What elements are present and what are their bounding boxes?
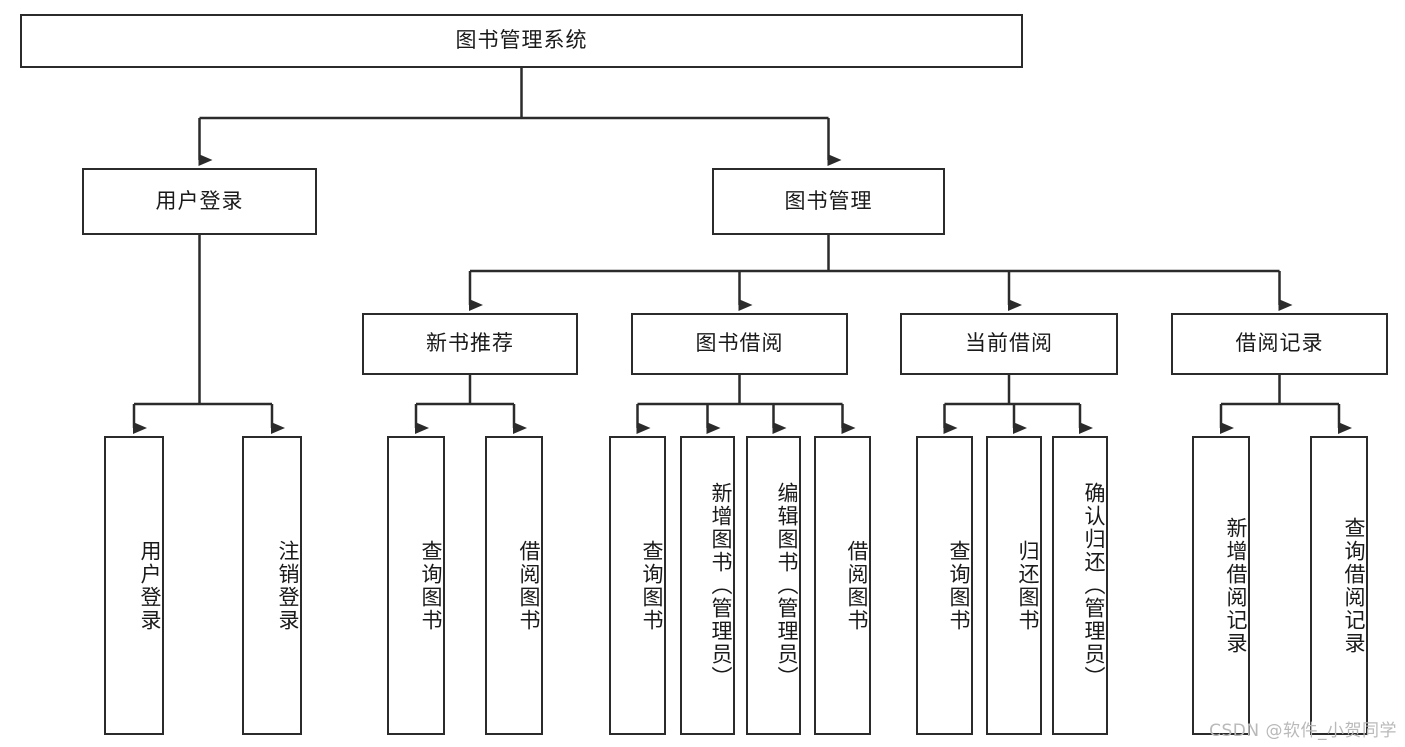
node-root[interactable]: 图书管理系统 xyxy=(20,14,1023,68)
node-borrow-record-label: 借阅记录 xyxy=(1235,331,1324,356)
leaf-add-record-label: 新增借阅记录 xyxy=(1224,516,1248,655)
node-user-login[interactable]: 用户登录 xyxy=(82,168,317,235)
node-book-borrow[interactable]: 图书借阅 xyxy=(631,313,848,375)
node-new-book-recommend-label: 新书推荐 xyxy=(426,331,514,356)
watermark-text: CSDN @软件_小贺同学 xyxy=(1209,721,1397,741)
node-user-login-label: 用户登录 xyxy=(155,188,244,213)
leaf-query-book-3-label: 查询图书 xyxy=(947,539,971,632)
leaf-user-login-label: 用户登录 xyxy=(138,539,162,632)
leaf-return-book-label: 归还图书 xyxy=(1016,539,1040,632)
leaf-query-record[interactable]: 查询借阅记录 xyxy=(1310,436,1368,735)
leaf-query-book-3[interactable]: 查询图书 xyxy=(916,436,973,735)
leaf-logout-label: 注销登录 xyxy=(276,539,300,632)
node-book-manage-label: 图书管理 xyxy=(784,188,873,213)
node-root-label: 图书管理系统 xyxy=(455,28,588,53)
leaf-return-book[interactable]: 归还图书 xyxy=(986,436,1042,735)
node-new-book-recommend[interactable]: 新书推荐 xyxy=(362,313,578,375)
leaf-add-book[interactable]: 新增图书（管理员） xyxy=(680,436,735,735)
leaf-borrow-book-1-label: 借阅图书 xyxy=(517,539,541,632)
node-book-borrow-label: 图书借阅 xyxy=(695,331,784,356)
node-borrow-record[interactable]: 借阅记录 xyxy=(1171,313,1388,375)
leaf-borrow-book-1[interactable]: 借阅图书 xyxy=(485,436,543,735)
leaf-confirm-return[interactable]: 确认归还（管理员） xyxy=(1052,436,1108,735)
node-current-borrow[interactable]: 当前借阅 xyxy=(900,313,1118,375)
leaf-logout[interactable]: 注销登录 xyxy=(242,436,302,735)
leaf-query-book-2[interactable]: 查询图书 xyxy=(609,436,666,735)
leaf-query-record-label: 查询借阅记录 xyxy=(1342,516,1366,655)
node-current-borrow-label: 当前借阅 xyxy=(965,331,1053,356)
leaf-query-book-2-label: 查询图书 xyxy=(640,539,664,632)
leaf-query-book-1[interactable]: 查询图书 xyxy=(387,436,445,735)
leaf-confirm-return-label: 确认归还（管理员） xyxy=(1082,482,1106,689)
leaf-query-book-1-label: 查询图书 xyxy=(419,539,443,632)
leaf-add-record[interactable]: 新增借阅记录 xyxy=(1192,436,1250,735)
leaf-edit-book[interactable]: 编辑图书（管理员） xyxy=(746,436,801,735)
leaf-borrow-book-2[interactable]: 借阅图书 xyxy=(814,436,871,735)
leaf-add-book-label: 新增图书（管理员） xyxy=(709,482,733,689)
node-book-manage[interactable]: 图书管理 xyxy=(712,168,945,235)
leaf-edit-book-label: 编辑图书（管理员） xyxy=(775,482,799,689)
leaf-borrow-book-2-label: 借阅图书 xyxy=(845,539,869,632)
leaf-user-login[interactable]: 用户登录 xyxy=(104,436,164,735)
